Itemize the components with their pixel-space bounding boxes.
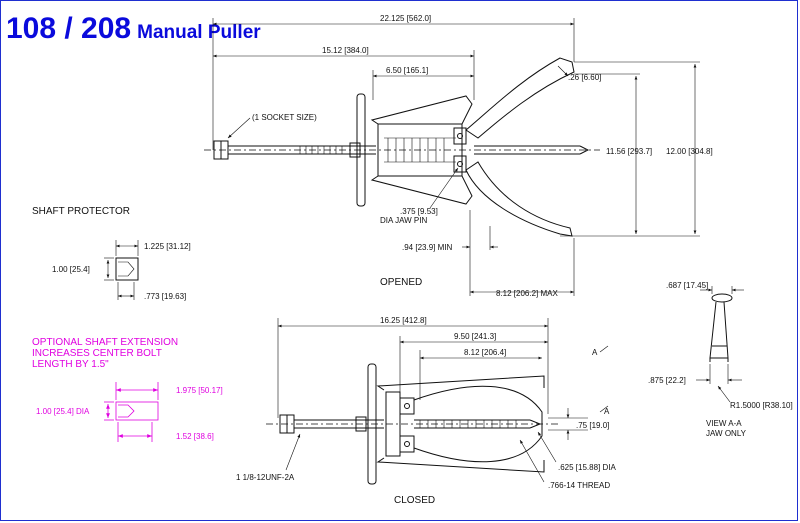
jaw-bracket-upper xyxy=(453,127,467,145)
jaw-pin-lower xyxy=(457,161,463,167)
screw-collar xyxy=(349,142,361,158)
tip-dia-label: .75 [19.0] xyxy=(576,421,609,430)
extension-bore xyxy=(118,404,135,418)
shaft-protector: SHAFT PROTECTOR 1.225 [31.12] 1.00 [25.4… xyxy=(32,206,191,301)
closed-lower-jaw xyxy=(413,424,543,463)
reach-outer-label: 12.00 [304.8] xyxy=(666,147,713,156)
model-number: 108 / 208 xyxy=(6,12,132,45)
closed-pin-lower xyxy=(404,441,410,447)
reach-inner-label: 11.56 [293.7] xyxy=(606,147,652,156)
jaw-tip-label: .26 [6.60] xyxy=(568,73,601,82)
lower-arm xyxy=(370,175,473,205)
jaw-tip-leader xyxy=(557,65,569,77)
closed-pin-upper xyxy=(404,403,410,409)
socket-note: (1 SOCKET SIZE) xyxy=(252,113,317,122)
extension-note-3: LENGTH BY 1.5" xyxy=(32,359,109,370)
lower-jaw xyxy=(465,161,573,237)
tip-thread-leader xyxy=(519,439,545,483)
thread-marks xyxy=(299,146,343,154)
section-mark-bottom: A xyxy=(604,407,610,416)
shaft-protector-body xyxy=(115,257,139,281)
jaw-pin-dim: .375 [9.53] xyxy=(400,207,438,216)
tip-thread-label: .766-14 THREAD xyxy=(548,481,610,490)
jaw-pin-leader xyxy=(429,167,459,209)
closed-screw-collar xyxy=(355,416,367,432)
closed-upper-jaw xyxy=(413,385,543,424)
handle-plate xyxy=(356,93,366,207)
max-dim-label: 8.12 [206.2] MAX xyxy=(496,289,558,298)
top-dim-label: .687 [17.45] xyxy=(666,281,708,290)
extension-dia-label: 1.00 [25.4] DIA xyxy=(36,407,90,416)
protector-depth-label: .773 [19.63] xyxy=(144,292,186,301)
extension-note-1: OPTIONAL SHAFT EXTENSION xyxy=(32,337,178,348)
jaw-profile xyxy=(709,301,729,359)
body-length-label: 6.50 [165.1] xyxy=(386,66,428,75)
point-dia-leader xyxy=(537,431,557,463)
length-to-jaw-label: 15.12 [384.0] xyxy=(322,46,369,55)
closed-body-span-label: 8.12 [206.4] xyxy=(464,348,506,357)
jaw-top-knob xyxy=(711,293,733,303)
main-thread-label: 1 1/8-12UNF-2A xyxy=(236,473,295,482)
section-mark-line xyxy=(599,345,609,353)
closed-thread-marks xyxy=(419,420,517,428)
forcing-screw-point xyxy=(579,145,590,155)
closed-body xyxy=(385,391,401,457)
overall-length-label: 22.125 [562.0] xyxy=(380,14,431,23)
section-mark-line xyxy=(599,405,609,413)
protector-dia-label: 1.00 [25.4] xyxy=(52,265,90,274)
opened-view: 22.125 [562.0] 15.12 [384.0] 6.50 [165.1… xyxy=(204,14,713,298)
product-name: Manual Puller xyxy=(137,22,261,43)
closed-caption: CLOSED xyxy=(394,495,435,506)
upper-arm xyxy=(370,95,473,125)
closed-handle-plate xyxy=(367,363,377,485)
closed-bracket-lower xyxy=(399,435,415,453)
section-mark-top: A xyxy=(592,348,598,357)
shaft-protector-bore xyxy=(118,261,135,277)
min-dim-label: .94 [23.9] MIN xyxy=(402,243,452,252)
closed-overall-label: 16.25 [412.8] xyxy=(380,316,427,325)
view-aa-label-1: VIEW A-A xyxy=(706,419,742,428)
jaw-pin-label: DIA JAW PIN xyxy=(380,216,427,225)
extension-depth-label: 1.52 [38.6] xyxy=(176,432,214,441)
protector-length-label: 1.225 [31.12] xyxy=(144,242,191,251)
main-thread-leader xyxy=(285,433,301,471)
closed-lower-arm xyxy=(376,457,545,473)
extension-length-label: 1.975 [50.17] xyxy=(176,386,223,395)
base-dim-label: .875 [22.2] xyxy=(648,376,686,385)
closed-upper-arm xyxy=(376,375,545,391)
view-aa: .687 [17.45] .875 [22.2] R1.5000 [R38.10… xyxy=(648,281,793,438)
puller-body xyxy=(377,123,463,177)
closed-jaw-span-label: 9.50 [241.3] xyxy=(454,332,496,341)
closed-bracket-upper xyxy=(399,397,415,415)
shaft-protector-label: SHAFT PROTECTOR xyxy=(32,206,130,217)
upper-jaw xyxy=(465,57,575,139)
view-aa-label-2: JAW ONLY xyxy=(706,429,747,438)
opened-caption: OPENED xyxy=(380,277,422,288)
socket-leader xyxy=(227,117,251,139)
extension-note-2: INCREASES CENTER BOLT xyxy=(32,348,162,359)
jaw-pin-upper xyxy=(457,133,463,139)
jaw-bracket-lower xyxy=(453,155,467,173)
radius-label: R1.5000 [R38.10] xyxy=(730,401,793,410)
body-thread xyxy=(384,137,456,163)
extension-body xyxy=(115,401,159,421)
point-dia-label: .625 [15.88] DIA xyxy=(558,463,616,472)
closed-view: 16.25 [412.8] 9.50 [241.3] 8.12 [206.4] xyxy=(236,316,616,506)
shaft-extension: OPTIONAL SHAFT EXTENSION INCREASES CENTE… xyxy=(32,337,223,442)
radius-leader xyxy=(717,385,731,403)
closed-screw-point xyxy=(529,419,542,429)
